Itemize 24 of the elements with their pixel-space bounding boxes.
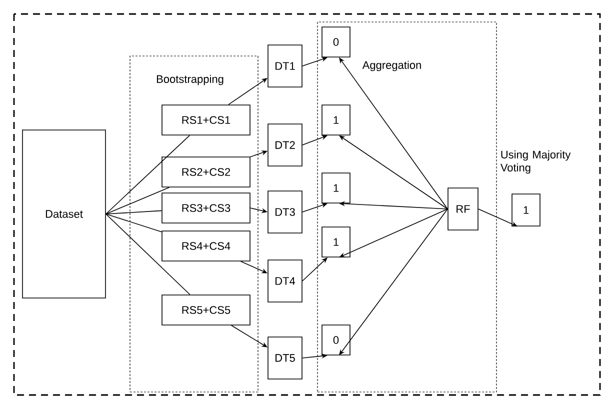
process-box: 1: [512, 194, 540, 226]
annotation-text: Using Majority Voting: [500, 150, 571, 174]
process-box: RS3+CS3: [162, 192, 250, 224]
process-box: 1: [322, 172, 350, 204]
process-box: RF: [448, 188, 478, 230]
process-box: 1: [322, 104, 350, 136]
process-box: RS2+CS2: [162, 156, 250, 188]
process-box: RS1+CS1: [162, 104, 250, 136]
connector-line: [106, 214, 190, 295]
process-box: DT3: [268, 190, 302, 234]
process-box: 1: [322, 226, 350, 258]
connector-line: [106, 135, 190, 214]
process-box: DT5: [268, 336, 302, 380]
process-box: Dataset: [22, 130, 106, 298]
process-box: 0: [322, 324, 350, 356]
connector-line: [106, 187, 170, 214]
process-box: DT2: [268, 124, 302, 166]
process-box: RS4+CS4: [162, 230, 250, 262]
process-box: DT1: [268, 44, 302, 88]
process-box: RS5+CS5: [162, 294, 250, 326]
process-box: 0: [322, 26, 350, 58]
process-box: DT4: [268, 260, 302, 302]
connector-line: [106, 214, 162, 232]
connector-line: [106, 210, 162, 214]
